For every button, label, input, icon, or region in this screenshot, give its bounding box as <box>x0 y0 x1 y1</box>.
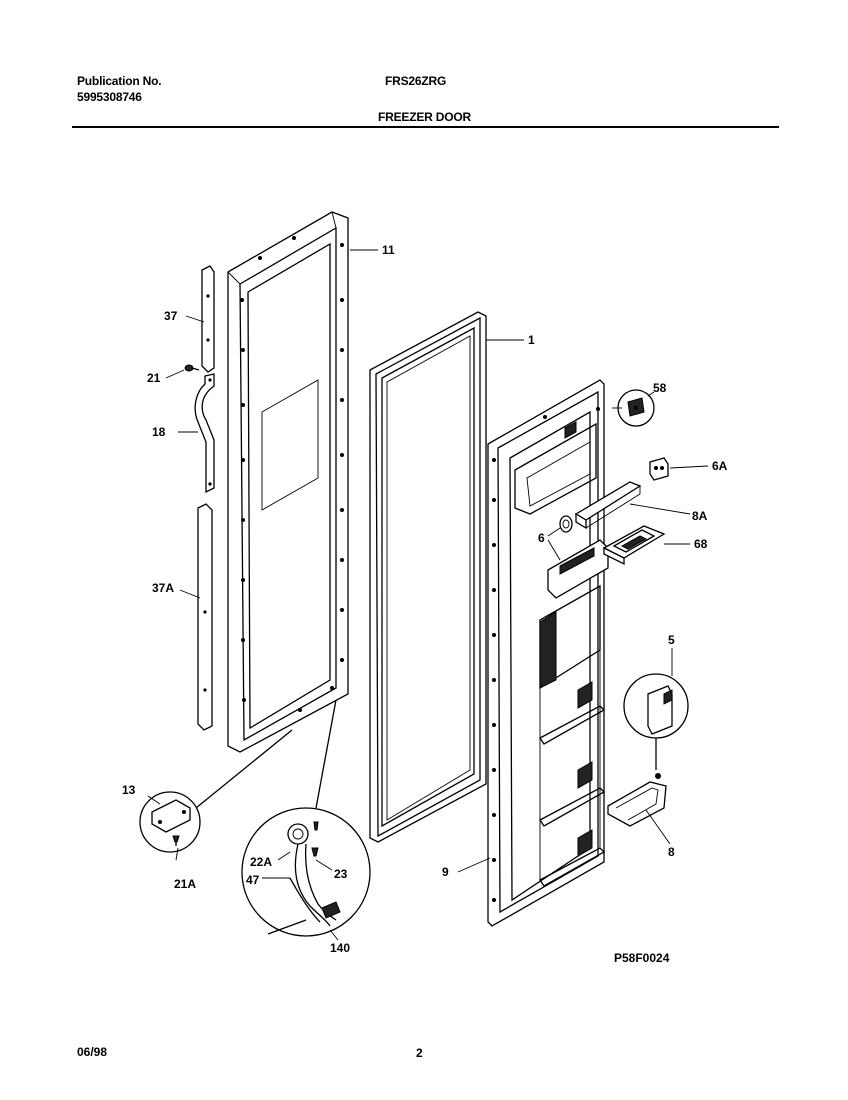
screw-21 <box>184 364 200 372</box>
callout-9: 9 <box>442 865 449 879</box>
callout-6: 6 <box>538 531 545 545</box>
leader-lines <box>147 249 709 941</box>
door-outer-panel <box>227 211 349 753</box>
page-number: 2 <box>416 1046 423 1060</box>
bracket-8 <box>607 773 667 827</box>
callout-6a: 6A <box>712 459 728 473</box>
callout-37: 37 <box>164 309 178 323</box>
tray-68 <box>602 525 666 566</box>
header-divider <box>72 126 779 128</box>
callout-13: 13 <box>122 783 136 797</box>
knob-6 <box>559 515 573 533</box>
footer-date: 06/98 <box>77 1045 108 1059</box>
wiring-detail <box>241 699 371 937</box>
rail-8a <box>574 481 642 530</box>
publication-label: Publication No. <box>77 74 162 88</box>
clip-6a <box>649 457 669 481</box>
model-number: FRS26ZRG <box>385 74 447 88</box>
part-13-detail <box>139 729 293 853</box>
trim-37 <box>201 265 215 373</box>
part-58-detail <box>617 389 655 427</box>
callout-1: 1 <box>528 333 535 347</box>
callout-8: 8 <box>668 845 675 859</box>
figure-code: P58F0024 <box>614 951 670 965</box>
part-5-detail <box>623 673 689 770</box>
callout-47: 47 <box>246 873 260 887</box>
callout-11: 11 <box>382 243 395 257</box>
door-inner-liner <box>487 379 609 927</box>
callout-21a: 21A <box>174 877 196 891</box>
callout-21: 21 <box>147 371 161 385</box>
callout-68: 68 <box>694 537 708 551</box>
publication-number: 5995308746 <box>77 90 142 104</box>
callout-58: 58 <box>653 381 667 395</box>
callout-22a: 22A <box>250 855 272 869</box>
callout-23: 23 <box>334 867 348 881</box>
callout-140: 140 <box>330 941 350 955</box>
callout-37a: 37A <box>152 581 174 595</box>
door-gasket <box>369 311 487 843</box>
callout-8a: 8A <box>692 509 708 523</box>
callout-18: 18 <box>152 425 166 439</box>
section-title: FREEZER DOOR <box>378 110 471 124</box>
handle-18 <box>194 373 215 494</box>
callout-5: 5 <box>668 633 675 647</box>
trim-37a <box>197 503 213 731</box>
